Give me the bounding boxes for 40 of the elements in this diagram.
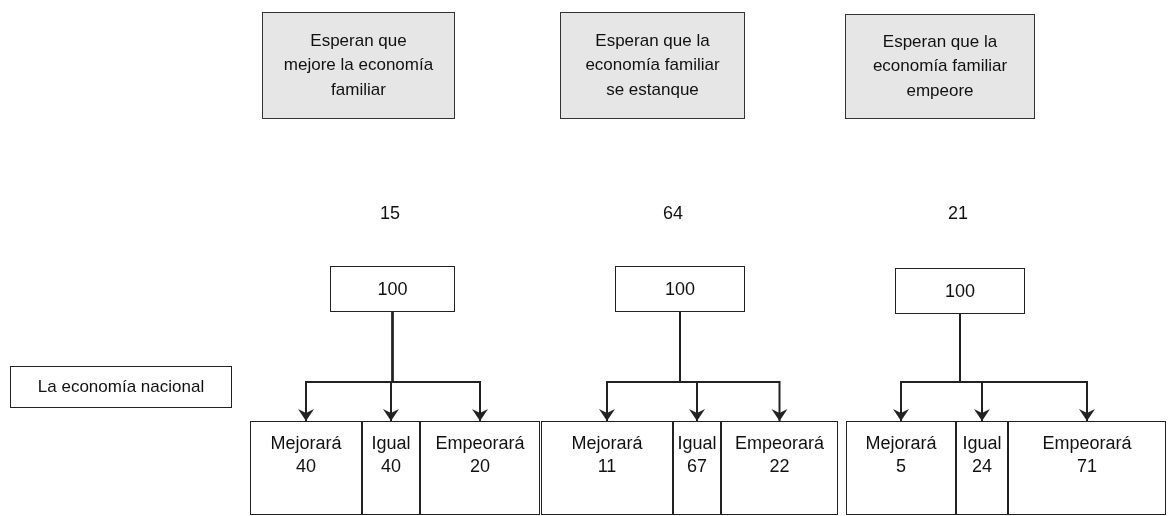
outcome-label: Empeorará — [435, 432, 525, 455]
percentage-value: 20 — [470, 455, 490, 479]
result-cell — [846, 421, 956, 515]
outcome-label: Mejorará — [571, 432, 643, 455]
result-cell — [1008, 421, 1166, 515]
outcome-label: Igual — [677, 432, 717, 455]
expectation-box: Esperan que mejore la economía familiar — [262, 12, 455, 119]
outcome-label: Mejorará — [270, 432, 342, 455]
total-box: 100 — [895, 268, 1025, 314]
percentage-value: 22 — [769, 455, 790, 479]
percentage-value: 24 — [972, 455, 992, 479]
result-cell — [721, 421, 838, 515]
outcome-label: Igual — [962, 432, 1002, 455]
outcome-label: Empeorará — [734, 432, 824, 455]
arrow — [679, 311, 788, 422]
result-cell — [673, 421, 721, 515]
total-box: 100 — [615, 266, 745, 312]
percentage-value: 40 — [381, 455, 401, 479]
outcome-label: Mejorará — [865, 432, 937, 455]
expectation-box: Esperan que la economía familiar se estanque — [560, 12, 745, 119]
share-value: 21 — [947, 202, 969, 225]
arrow — [959, 313, 1095, 422]
percentage-value: 40 — [296, 455, 316, 479]
result-cell — [420, 421, 540, 515]
result-cell — [362, 421, 420, 515]
total-box: 100 — [330, 266, 455, 312]
outcome-label: Empeorará — [1042, 432, 1132, 455]
percentage-value: 67 — [687, 455, 707, 479]
expectation-box: Esperan que la economía familiar empeore — [845, 14, 1035, 119]
result-cell — [541, 421, 673, 515]
percentage-value: 5 — [896, 455, 906, 479]
result-cell — [956, 421, 1008, 515]
share-value: 15 — [379, 202, 401, 225]
outcome-label: Igual — [371, 432, 411, 455]
share-value: 64 — [662, 202, 684, 225]
category-box: La economía nacional — [10, 366, 232, 408]
percentage-value: 71 — [1077, 455, 1097, 479]
result-cell — [250, 421, 362, 515]
percentage-value: 11 — [597, 455, 617, 479]
arrow — [391, 311, 488, 422]
